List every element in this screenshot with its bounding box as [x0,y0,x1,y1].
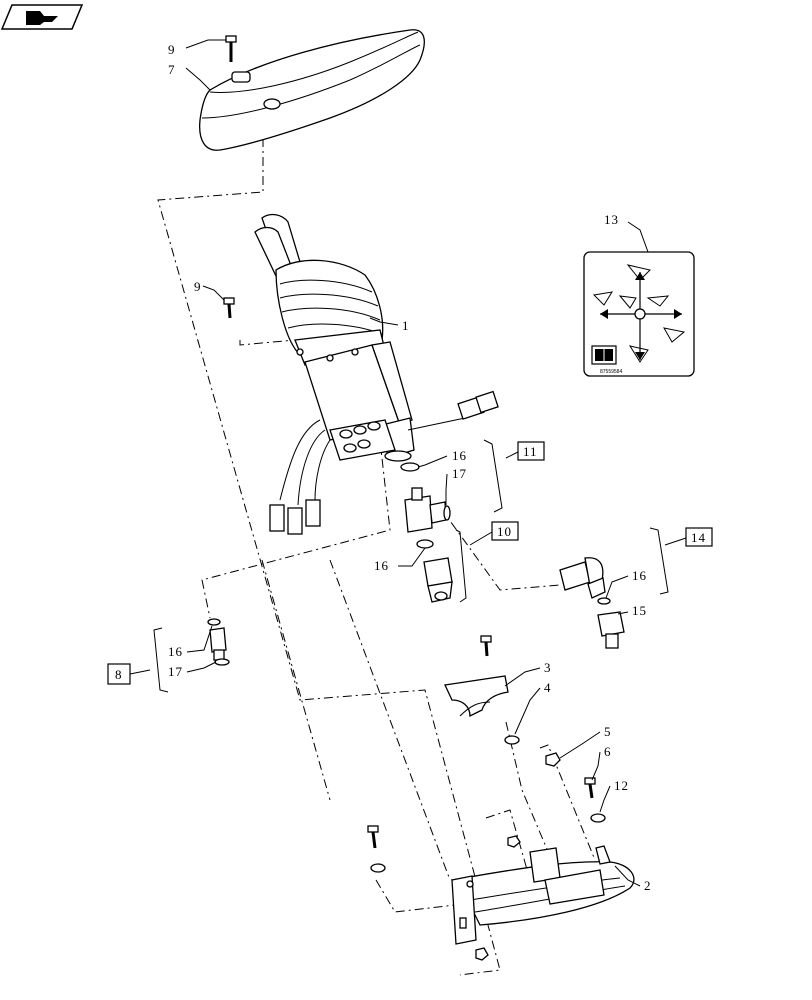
nut-5 [545,752,561,767]
svg-text:10: 10 [497,524,512,539]
bolt-6 [584,777,596,799]
callout-17-a: 17 [452,466,467,481]
boxed-callout-10[interactable]: 10 [491,521,519,541]
callout-6: 6 [604,744,612,759]
callout-16-b: 16 [374,558,389,573]
boxed-callout-11[interactable]: 11 [517,441,545,461]
joystick-assembly [254,213,499,535]
fitting-8 [207,618,230,666]
callout-16-d: 16 [168,644,183,659]
svg-text:8: 8 [115,667,123,682]
callout-7: 7 [168,62,176,77]
decal-code: 87559584 [600,369,622,375]
callout-13: 13 [604,212,619,227]
callout-1: 1 [402,318,410,333]
callout-9-top: 9 [168,42,176,57]
callout-4: 4 [544,680,552,695]
callout-16-c: 16 [632,568,647,583]
assembly-lines [157,138,596,976]
operator-manual-icon [591,345,617,365]
callout-17-b: 17 [168,664,183,679]
fitting-11 [400,462,451,533]
mount-bracket-2 [450,845,635,945]
boxed-callout-8[interactable]: 8 [107,663,131,685]
leader-lines [129,39,687,887]
callout-9-mid: 9 [194,279,202,294]
callout-3: 3 [544,660,552,675]
nut-inner [507,835,521,848]
boxed-callout-14[interactable]: 14 [685,527,713,547]
callout-12: 12 [614,778,629,793]
nut-bottom [475,947,489,961]
callout-2: 2 [644,878,652,893]
bolt-lower-left [367,825,386,873]
next-page-arrow-icon[interactable] [0,4,84,30]
decal-13: 87559584 [583,251,695,377]
washer-4 [504,735,520,745]
fitting-10 [416,539,453,603]
fitting-14 [559,557,625,649]
bracket-3 [444,675,509,718]
svg-text:11: 11 [523,444,538,459]
washer-12 [590,813,606,823]
bolt-3 [480,635,492,657]
callout-15: 15 [632,603,647,618]
callout-16-a: 16 [452,448,467,463]
callout-5: 5 [604,724,612,739]
callouts: 9 7 9 1 13 16 17 16 16 15 16 17 3 4 5 6 … [168,42,652,893]
armrest-cover [199,29,425,151]
screw-9-top [225,35,237,62]
screw-9-mid [223,297,235,319]
svg-text:14: 14 [691,530,706,545]
